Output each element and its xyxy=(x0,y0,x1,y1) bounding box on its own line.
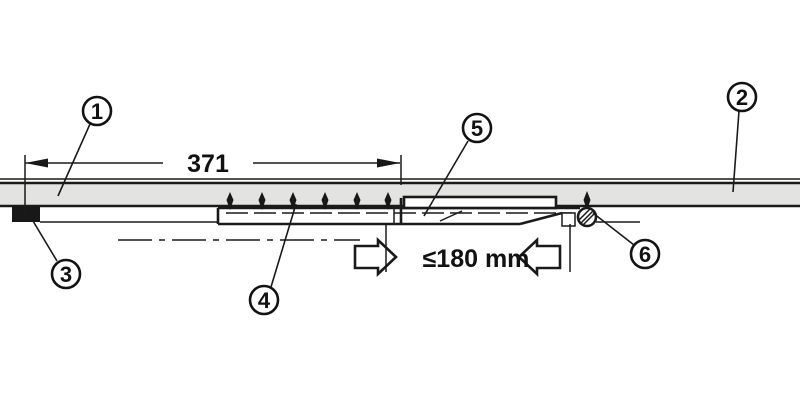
callout-3-leader xyxy=(32,220,58,262)
dimension-180-label: ≤180 mm xyxy=(423,245,530,273)
carrier-plate-fill xyxy=(404,197,556,208)
screw-slot-line-2 xyxy=(582,212,596,226)
dimension-180-arrow-right xyxy=(517,236,562,278)
callout-3[interactable]: 3 xyxy=(50,258,82,290)
callout-5-circle xyxy=(461,112,493,144)
screw-assembly-group xyxy=(576,191,598,228)
fixing-pin-2 xyxy=(258,192,266,210)
dimension-371-arrow-left xyxy=(25,158,48,168)
callout-6-circle xyxy=(629,238,661,270)
callout-2[interactable]: 2 xyxy=(726,81,758,113)
dimension-180-group: ≤180 mm xyxy=(353,224,571,278)
rail-hatch-tick xyxy=(439,210,463,222)
callout-2-circle xyxy=(726,81,758,113)
dimension-371-text-mask xyxy=(163,148,253,178)
screw-slot-line-3 xyxy=(578,207,592,221)
fixing-pins-group xyxy=(226,192,392,210)
callout-5[interactable]: 5 xyxy=(461,112,493,144)
callout-1-label: 1 xyxy=(91,99,103,124)
panel-board-fill xyxy=(0,183,800,206)
callout-4-circle xyxy=(248,284,280,316)
callout-2-label: 2 xyxy=(736,85,748,110)
rail-taper-edge xyxy=(519,211,563,226)
callout-1-circle xyxy=(81,95,113,127)
callout-6-leader xyxy=(592,212,635,246)
lower-rail-fill xyxy=(218,208,580,224)
callout-1-leader xyxy=(57,123,91,197)
rail-end-notch xyxy=(561,212,576,227)
callout-6[interactable]: 6 xyxy=(629,238,661,270)
dimension-371-label: 371 xyxy=(187,150,229,178)
callout-6-label: 6 xyxy=(639,242,651,267)
callout-4-leader xyxy=(270,203,297,288)
fixing-pin-3 xyxy=(289,192,297,210)
screw-fixing-pin-icon xyxy=(583,191,591,210)
carrier-plate-outline xyxy=(402,195,558,210)
end-stop-block xyxy=(12,206,40,222)
callout-4[interactable]: 4 xyxy=(248,284,280,316)
callout-5-leader xyxy=(423,140,469,217)
fixing-pin-1 xyxy=(226,192,234,210)
callout-5-label: 5 xyxy=(471,116,483,141)
dimension-371-group: 371 xyxy=(25,148,400,178)
carrier-plate-group xyxy=(402,195,558,210)
screw-head-outline xyxy=(576,206,598,228)
fixing-pin-5 xyxy=(353,192,361,210)
callout-3-circle xyxy=(50,258,82,290)
callout-1[interactable]: 1 xyxy=(81,95,113,127)
callout-2-leader xyxy=(732,110,740,193)
dimension-371-arrow-right xyxy=(377,158,400,168)
callout-3-label: 3 xyxy=(60,262,72,287)
lower-rail-group xyxy=(216,206,580,226)
dimension-180-arrow-left xyxy=(353,236,398,278)
rail-end-notch-fill xyxy=(562,213,575,226)
fixing-pin-6 xyxy=(384,192,392,210)
callout-4-label: 4 xyxy=(258,288,271,313)
screw-slot-line-1 xyxy=(580,210,594,224)
fixing-pin-4 xyxy=(321,192,329,210)
